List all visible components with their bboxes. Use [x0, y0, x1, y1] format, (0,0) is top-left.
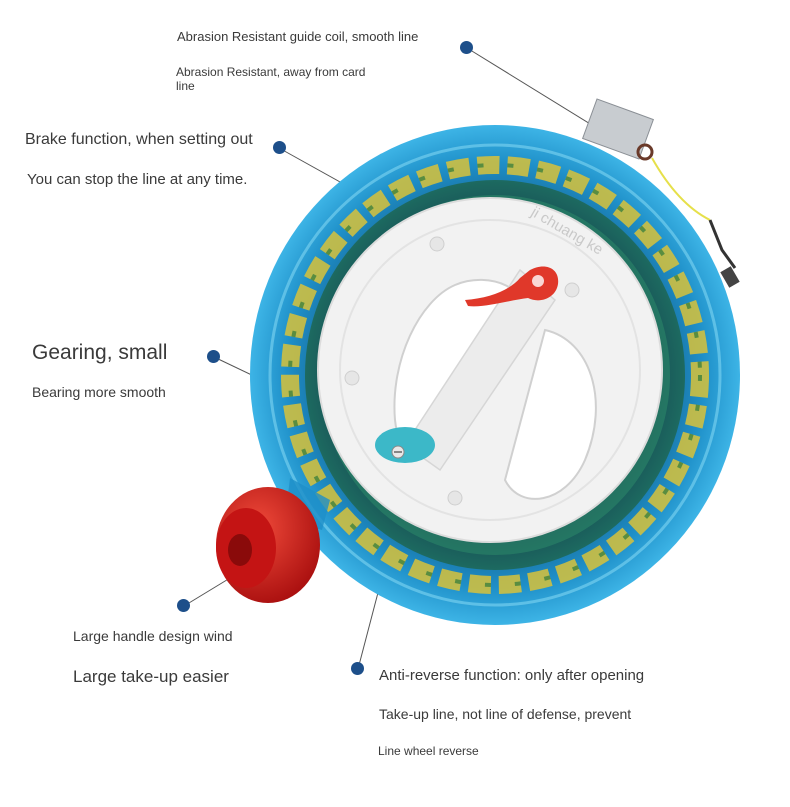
handle-knob — [216, 478, 330, 603]
guide-coil — [581, 98, 740, 288]
anti-reverse-leader — [357, 584, 381, 670]
guide-coil-subtitle-1: Abrasion Resistant, away from card — [176, 65, 366, 79]
anti-reverse-title: Anti-reverse function: only after openin… — [379, 667, 645, 684]
gearing-subtitle: Bearing more smooth — [32, 384, 166, 400]
anti-reverse-marker — [351, 662, 364, 675]
brake-marker — [273, 141, 286, 154]
brake-title: Brake function, when setting out — [25, 131, 253, 148]
anti-reverse-subtitle-2: Line wheel reverse — [378, 744, 479, 758]
handle-title: Large take-up easier — [73, 667, 229, 686]
reel-hub: ji chuang ke — [317, 197, 663, 543]
gearing-marker — [207, 350, 220, 363]
guide-coil-subtitle-2: line — [176, 79, 195, 93]
brake-lever — [465, 266, 559, 307]
guide-coil-title: Abrasion Resistant guide coil, smooth li… — [177, 29, 419, 44]
handle-subtitle: Large handle design wind — [73, 628, 233, 644]
anti-reverse-subtitle-1: Take-up line, not line of defense, preve… — [379, 706, 632, 722]
anti-reverse-switch — [375, 427, 435, 463]
guide-coil-marker — [460, 41, 473, 54]
handle-marker — [177, 599, 190, 612]
handle-leader — [183, 574, 236, 607]
guide-coil-leader — [466, 47, 601, 131]
brake-subtitle: You can stop the line at any time. — [27, 171, 248, 188]
gearing-title: Gearing, small — [32, 341, 168, 364]
